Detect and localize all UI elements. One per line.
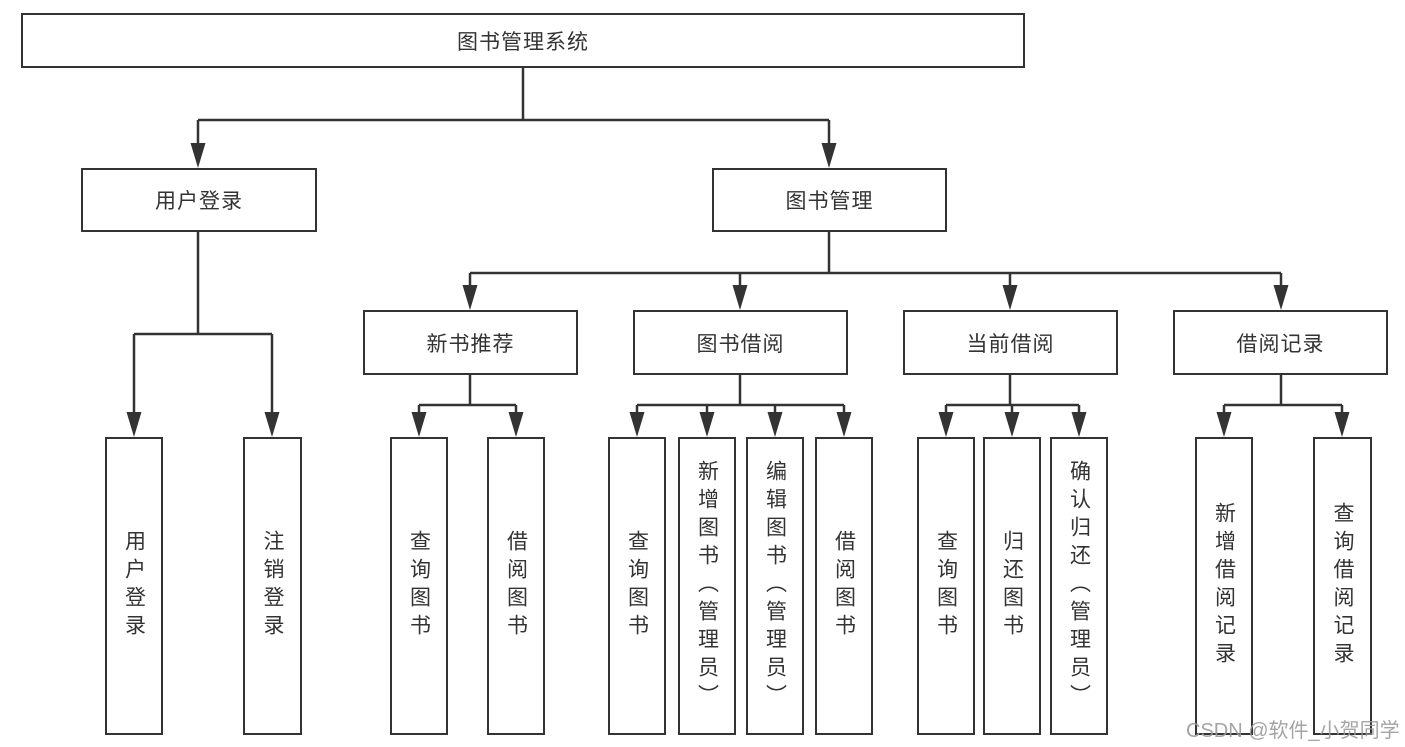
- leaf-label: 借阅图书: [832, 530, 856, 642]
- connector-userlogin-to-leaves: [132, 232, 274, 416]
- node-borrowing-records: 借阅记录: [1173, 310, 1388, 375]
- node-leaf-borrow-books-borrowing: 借阅图书: [815, 437, 873, 735]
- leaf-label: 用户登录: [122, 530, 146, 642]
- connector-root-to-level2: [196, 68, 831, 146]
- leaf-label: 查询图书: [934, 530, 958, 642]
- node-leaf-add-borrow-record: 新增借阅记录: [1195, 437, 1253, 735]
- arrow-down-icon: [1216, 412, 1232, 437]
- arrow-down-icon: [508, 412, 524, 437]
- arrow-down-icon: [732, 285, 748, 310]
- node-current-borrowing: 当前借阅: [903, 310, 1118, 375]
- node-new-book-recommend-label: 新书推荐: [426, 332, 515, 356]
- arrow-down-icon: [1004, 412, 1020, 437]
- node-leaf-query-books-borrowing: 查询图书: [608, 437, 666, 735]
- leaf-label: 确认归还（管理员）: [1067, 460, 1091, 712]
- node-current-borrowing-label: 当前借阅: [966, 332, 1055, 356]
- node-leaf-query-books-current: 查询图书: [917, 437, 975, 735]
- leaf-label: 查询图书: [407, 530, 431, 642]
- arrow-down-icon: [190, 143, 206, 168]
- node-user-login-label: 用户登录: [155, 190, 243, 213]
- connector-records-to-leaves: [1222, 375, 1344, 416]
- leaf-label: 查询借阅记录: [1331, 502, 1354, 670]
- connector-newbook-to-leaves: [417, 375, 518, 416]
- node-book-management: 图书管理: [712, 168, 947, 232]
- connector-bookborrow-to-leaves: [635, 375, 846, 416]
- arrow-down-icon: [1002, 285, 1018, 310]
- node-leaf-query-books-recommend: 查询图书: [390, 437, 448, 735]
- arrow-down-icon: [938, 412, 954, 437]
- arrow-down-icon: [1071, 412, 1087, 437]
- arrow-down-icon: [126, 412, 142, 437]
- node-user-login: 用户登录: [81, 168, 317, 232]
- node-leaf-edit-books-admin: 编辑图书（管理员）: [746, 437, 804, 735]
- node-leaf-borrow-books-recommend: 借阅图书: [487, 437, 545, 735]
- arrow-down-icon: [264, 412, 280, 437]
- node-leaf-confirm-return-admin: 确认归还（管理员）: [1050, 437, 1108, 735]
- arrow-down-icon: [1273, 285, 1289, 310]
- connector-bookmgmt-to-level3: [468, 232, 1283, 289]
- arrow-down-icon: [699, 412, 715, 437]
- leaf-label: 归还图书: [1000, 530, 1024, 642]
- node-new-book-recommend: 新书推荐: [363, 310, 578, 375]
- node-leaf-add-books-admin: 新增图书（管理员）: [678, 437, 736, 735]
- node-borrowing-records-label: 借阅记录: [1236, 332, 1325, 356]
- arrow-down-icon: [821, 143, 837, 168]
- node-book-management-label: 图书管理: [785, 190, 874, 213]
- node-root-label: 图书管理系统: [457, 30, 589, 54]
- arrow-down-icon: [1334, 412, 1350, 437]
- node-leaf-logout: 注销登录: [243, 437, 302, 735]
- csdn-watermark: CSDN @软件_小贺同学: [1186, 720, 1400, 742]
- leaf-label: 借阅图书: [504, 530, 528, 642]
- node-leaf-return-books: 归还图书: [983, 437, 1041, 735]
- arrow-down-icon: [629, 412, 645, 437]
- node-leaf-query-borrow-record: 查询借阅记录: [1313, 437, 1372, 735]
- leaf-label: 新增图书（管理员）: [695, 460, 719, 712]
- leaf-label: 编辑图书（管理员）: [763, 460, 787, 712]
- arrow-down-icon: [836, 412, 852, 437]
- connector-currentborrow-to-leaves: [944, 375, 1081, 416]
- node-root-system: 图书管理系统: [21, 13, 1025, 68]
- node-book-borrowing: 图书借阅: [633, 310, 848, 375]
- node-book-borrowing-label: 图书借阅: [696, 332, 785, 356]
- arrow-down-icon: [767, 412, 783, 437]
- leaf-label: 注销登录: [261, 530, 284, 642]
- leaf-label: 新增借阅记录: [1212, 502, 1236, 670]
- arrow-down-icon: [462, 285, 478, 310]
- arrow-down-icon: [411, 412, 427, 437]
- node-leaf-user-login: 用户登录: [105, 437, 163, 735]
- leaf-label: 查询图书: [625, 530, 649, 642]
